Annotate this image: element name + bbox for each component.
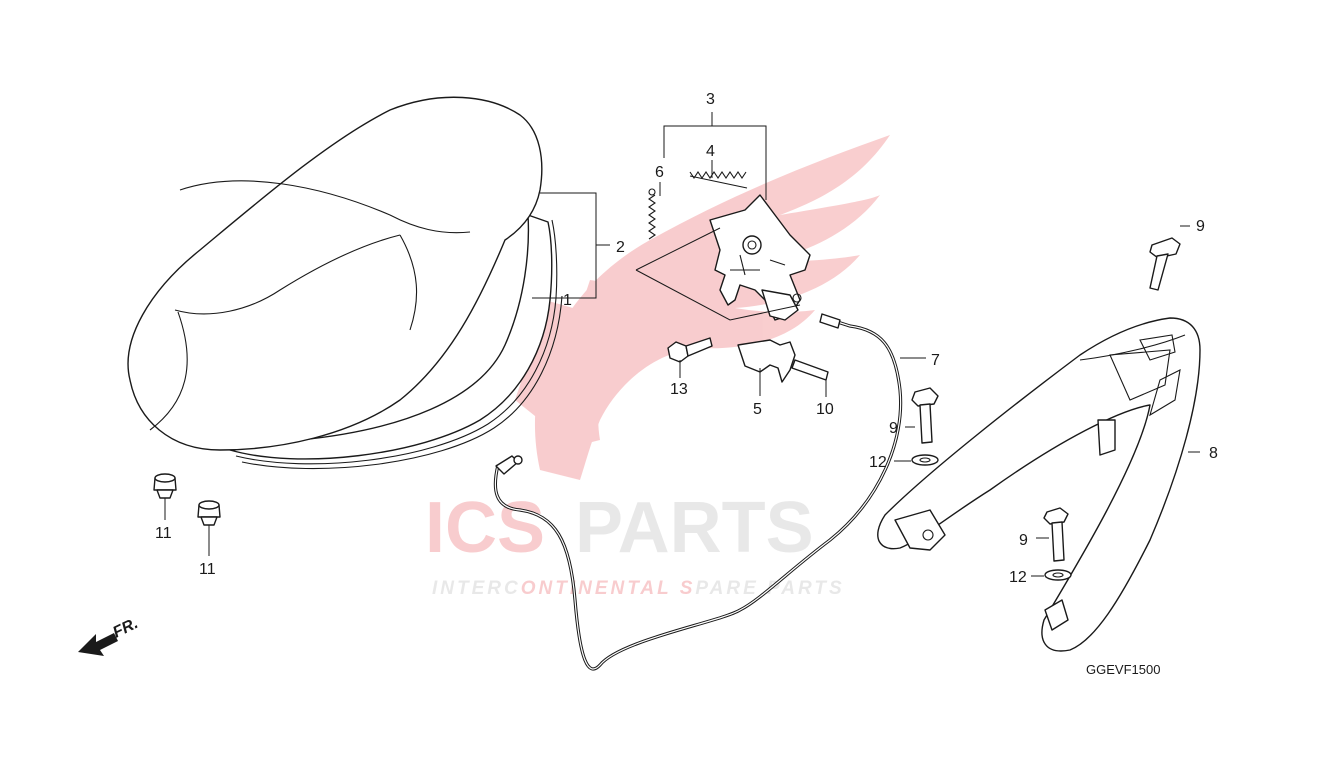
rear-grip-body (877, 317, 1201, 652)
rear-grip-boss (1097, 419, 1116, 456)
seat-base-rim (229, 214, 553, 460)
callout-11-left: 11 (155, 525, 172, 542)
bolt-13 (667, 337, 713, 363)
callout-12-lower: 12 (1009, 569, 1027, 586)
stopper-11-left (153, 473, 177, 499)
watermark-wing-logo (515, 135, 890, 480)
rear-grip (877, 317, 1201, 652)
cable-end-upper (819, 313, 841, 329)
latch-bracket (709, 194, 811, 321)
watermark-tagline-2: ONTINENTAL (521, 578, 680, 599)
callout-5: 5 (753, 401, 762, 418)
bolt-9-lower (1043, 507, 1069, 562)
rear-grip-mount-front (894, 509, 946, 551)
svg-text:INTERCONTINENTAL SPARE PARTS: INTERCONTINENTAL SPARE PARTS (432, 578, 845, 599)
callout-13: 13 (670, 381, 688, 398)
watermark: ICS PARTS INTERCONTINENTAL SPARE PARTS (425, 135, 890, 599)
callout-11-right: 11 (199, 561, 216, 578)
watermark-tagline-1: INTERC (432, 578, 521, 599)
washer-12-middle (911, 454, 939, 466)
callout-7: 7 (931, 352, 940, 369)
arrow-left-icon (78, 633, 118, 656)
callout-2: 2 (616, 239, 625, 256)
callout-4: 4 (706, 143, 715, 160)
callout-9-middle: 9 (889, 420, 898, 437)
front-label: FR. (110, 615, 141, 642)
diagram-code: GGEVF1500 (1086, 662, 1160, 677)
bolt-9-middle (911, 387, 939, 444)
callout-9-lower: 9 (1019, 532, 1028, 549)
washer-12-lower (1044, 569, 1072, 581)
callout-3: 3 (706, 91, 715, 108)
callout-6: 6 (655, 164, 664, 181)
front-direction-arrow: FR. (78, 615, 141, 656)
seat-latch-assembly (635, 125, 829, 383)
seat-assembly (127, 96, 563, 470)
rear-grip-mount-rear (1044, 599, 1069, 631)
stopper-11-right (197, 500, 221, 526)
bolt-10 (791, 359, 829, 381)
callout-10: 10 (816, 401, 834, 418)
callout-labels: 1 2 3 4 5 6 7 8 9 9 9 10 11 11 12 12 13 (155, 91, 1218, 586)
leader-lines (164, 112, 1200, 577)
bolt-9-top (1149, 237, 1181, 291)
callout-9-top: 9 (1196, 218, 1205, 235)
callout-1: 1 (563, 292, 572, 309)
spring-6 (648, 194, 656, 240)
latch-plate (737, 339, 796, 383)
callout-8: 8 (1209, 445, 1218, 462)
watermark-tagline-3: S (680, 578, 696, 599)
seat-cushion (127, 96, 543, 451)
watermark-brand-left: ICS (425, 488, 545, 568)
watermark-brand-right: PARTS (575, 488, 814, 568)
callout-12-middle: 12 (869, 454, 887, 471)
seat-release-cable (493, 313, 903, 671)
spring-4 (689, 171, 747, 179)
